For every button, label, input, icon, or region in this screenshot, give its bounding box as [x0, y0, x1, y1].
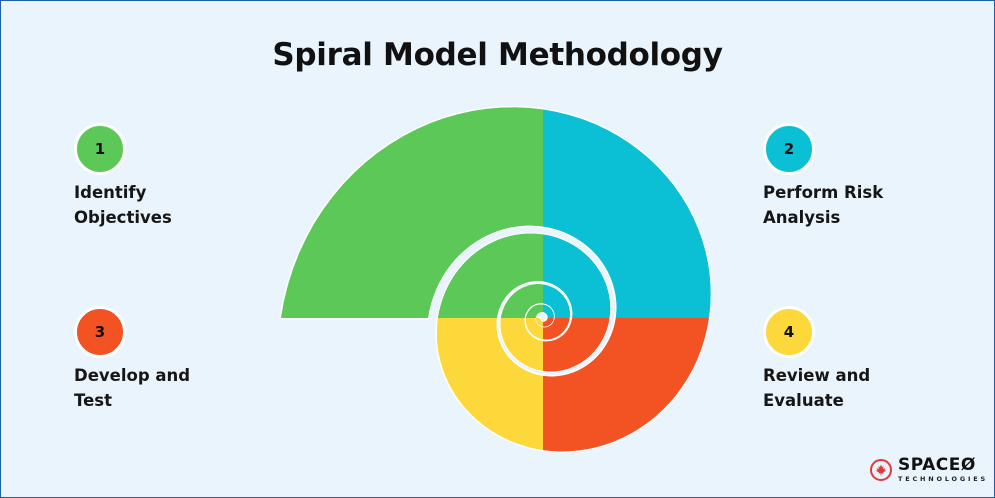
- company-logo: SPACEØ TECHNOLOGIES: [870, 457, 988, 483]
- maple-leaf-icon: [870, 458, 892, 481]
- step-label: Perform Risk Analysis: [763, 183, 884, 227]
- step-label: Review and Evaluate: [763, 366, 871, 410]
- step-number-badge: 4: [763, 306, 815, 358]
- logo-name: SPACEØ: [898, 455, 976, 475]
- step-perform-risk-analysis: 2 Perform Risk Analysis: [763, 123, 923, 230]
- step-label: Develop and Test: [74, 366, 191, 410]
- logo-subtitle: TECHNOLOGIES: [898, 475, 988, 483]
- step-number-badge: 1: [74, 123, 126, 175]
- step-number-badge: 3: [74, 306, 126, 358]
- step-review-and-evaluate: 4 Review and Evaluate: [763, 306, 923, 413]
- step-develop-and-test: 3 Develop and Test: [74, 306, 234, 413]
- page-title: Spiral Model Methodology: [272, 37, 723, 73]
- step-label: Identify Objectives: [74, 183, 172, 227]
- step-number-badge: 2: [763, 123, 815, 175]
- step-identify-objectives: 1 Identify Objectives: [74, 123, 234, 230]
